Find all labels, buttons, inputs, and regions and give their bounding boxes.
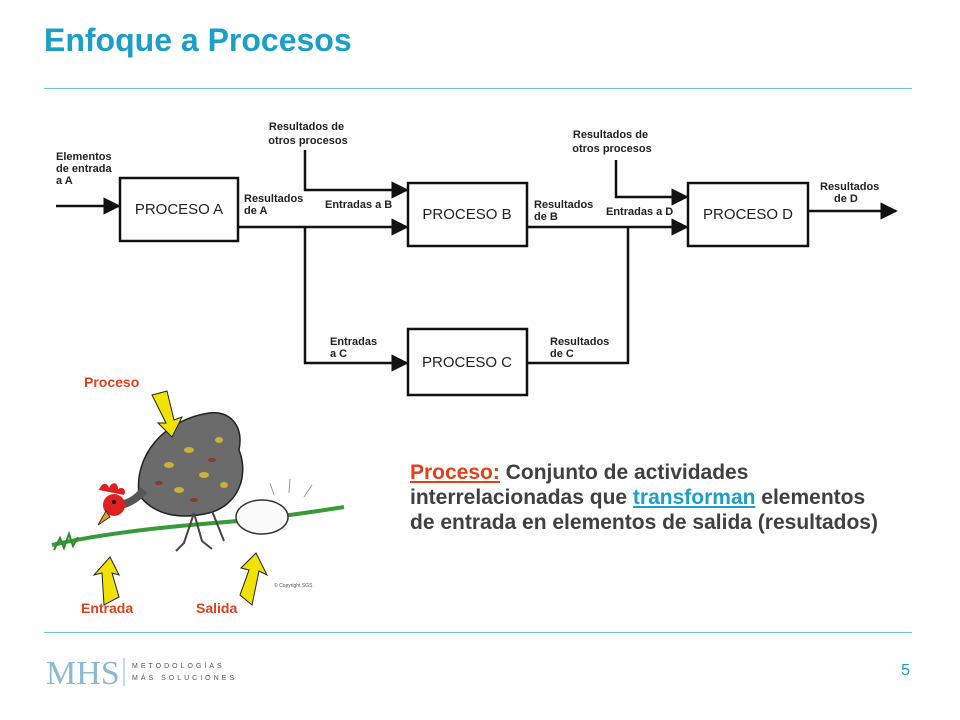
label-results-d: Resultados de D	[820, 181, 882, 205]
hen-head	[103, 494, 125, 516]
hen-legs	[175, 510, 225, 552]
grass-tuft	[53, 530, 79, 551]
shine-lines	[269, 478, 313, 498]
arrow-other-to-d	[614, 160, 689, 206]
arrow-entrada	[92, 556, 120, 606]
label-results-a: Resultados de A	[244, 193, 306, 217]
process-definition: Proceso: Conjunto de actividades interre…	[410, 460, 890, 536]
label-proceso: Proceso	[84, 374, 139, 390]
label-inputs-c: Entradas a C	[330, 336, 380, 360]
hen-beak	[97, 510, 111, 526]
definition-verb: transforman	[632, 486, 756, 510]
slide-title: Enfoque a Procesos	[44, 22, 352, 58]
hen-illustration: Proceso Entrada Salida © Copyright SGS	[51, 374, 345, 616]
process-a-label: PROCESO A	[135, 201, 223, 218]
label-inputs-a: Elementos de entrada a A	[56, 151, 115, 187]
label-salida: Salida	[196, 600, 237, 616]
label-other-results-2: Resultados de otros procesos	[572, 129, 651, 155]
label-entrada: Entrada	[81, 600, 133, 616]
hen-eye	[112, 500, 116, 504]
definition-term: Proceso:	[410, 461, 500, 484]
definition-text-2: elementos de entrada en elementos de sal…	[410, 486, 878, 535]
label-results-b: Resultados de B	[534, 199, 596, 223]
svg-text:MHS: MHS	[46, 655, 120, 692]
header-divider	[44, 88, 912, 89]
feather-marks	[155, 458, 216, 502]
ground-line	[51, 505, 345, 547]
process-b-box	[406, 181, 529, 248]
copyright-note: © Copyright SGS	[274, 582, 313, 589]
svg-text:MÁS SOLUCIONES: MÁS SOLUCIONES	[132, 673, 237, 682]
svg-text:METODOLOGÍAS: METODOLOGÍAS	[132, 661, 225, 670]
footer-divider	[44, 632, 912, 633]
arrow-proceso	[151, 390, 184, 438]
egg	[235, 499, 289, 535]
process-c-box	[406, 327, 529, 397]
process-d-box	[686, 181, 810, 248]
hen-comb	[99, 483, 126, 495]
process-a-box	[118, 176, 240, 243]
arrow-salida	[239, 552, 269, 606]
process-d-label: PROCESO D	[703, 206, 793, 223]
arrow-other-to-b	[303, 150, 409, 199]
definition-text-1: Conjunto de actividades interrelacionada…	[410, 461, 749, 510]
arrow-a-to-c	[303, 227, 409, 372]
process-b-label: PROCESO B	[422, 206, 511, 223]
label-results-c: Resultados de C	[550, 336, 612, 360]
process-c-label: PROCESO C	[422, 354, 512, 371]
label-inputs-d: Entradas a D	[606, 206, 673, 218]
process-flow-diagram: PROCESO A PROCESO B PROCESO C PROCESO D …	[56, 121, 898, 397]
label-inputs-b: Entradas a B	[325, 199, 392, 211]
feather-spots	[164, 437, 228, 493]
page-number: 5	[901, 662, 910, 679]
company-logo: MHS METODOLOGÍAS MÁS SOLUCIONES	[46, 655, 237, 692]
line-c-to-d	[527, 227, 630, 365]
label-other-results-1: Resultados de otros procesos	[268, 121, 347, 147]
